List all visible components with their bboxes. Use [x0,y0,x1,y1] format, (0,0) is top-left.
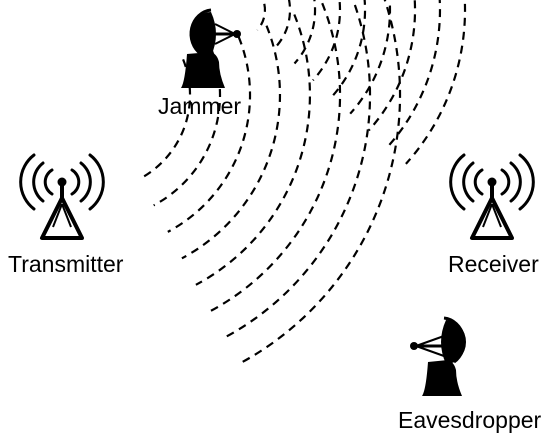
transmitter-wave-arc [237,0,402,366]
jamming-wave-arc [349,0,392,115]
transmitter-antenna-icon [19,153,105,240]
jammer-dish-icon [181,8,241,88]
jamming-wave-arc [312,0,342,82]
eavesdropper-label: Eavesdropper [398,407,542,433]
transmitter-wave-arc [223,0,372,339]
transmitter-wave-arc [139,58,192,180]
jamming-wave-arc [330,0,367,98]
jamming-wave-arc [256,3,267,31]
jamming-wave-arc [367,0,417,132]
transmitter-wave-arc [167,36,252,233]
transmitter-wave-arc [209,2,342,313]
transmitter-label: Transmitter [8,251,124,277]
transmitter-wave-arc [195,14,312,286]
transmitter-wave-arc [153,47,222,207]
transmitter-signal-waves [139,0,402,366]
jamming-wave-arc [405,0,467,165]
eavesdropper-dish-icon [410,316,466,396]
jamming-wave-arc [386,0,442,148]
jamming-wave-arc [293,0,317,65]
jammer-label: Jammer [158,93,241,119]
receiver-antenna-icon [449,153,535,240]
jamming-signal-waves [256,0,467,165]
jamming-wave-arc [275,0,292,48]
receiver-label: Receiver [448,251,539,277]
